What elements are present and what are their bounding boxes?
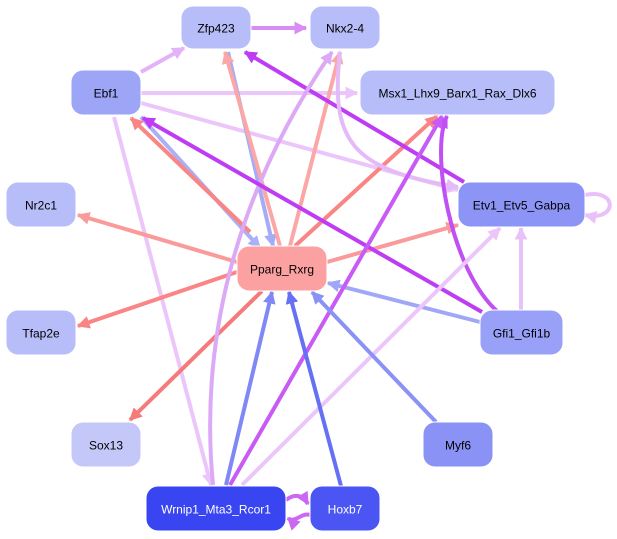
- node-box[interactable]: [70, 69, 142, 116]
- node-label: Hoxb7: [328, 503, 363, 517]
- node-label: Etv1_Etv5_Gabpa: [473, 199, 571, 213]
- node-box[interactable]: [5, 181, 77, 228]
- node-wrnip1[interactable]: Wrnip1_Mta3_Rcor1: [145, 485, 287, 532]
- edge-gfi1-to-ebf1: [141, 116, 483, 314]
- node-ebf1[interactable]: Ebf1: [70, 69, 142, 116]
- edge-etv1-to-etv1: [583, 192, 612, 224]
- node-box[interactable]: [359, 69, 556, 116]
- node-label: Zfp423: [197, 22, 235, 36]
- node-box[interactable]: [5, 309, 77, 356]
- node-label: Nkx2-4: [326, 22, 364, 36]
- node-label: Tfap2e: [22, 327, 60, 341]
- node-tfap2e[interactable]: Tfap2e: [5, 309, 77, 356]
- node-label: Gfi1_Gfi1b: [493, 327, 551, 341]
- node-box[interactable]: [309, 485, 381, 532]
- node-box[interactable]: [236, 245, 328, 292]
- node-gfi1[interactable]: Gfi1_Gfi1b: [479, 309, 564, 356]
- node-nr2c1[interactable]: Nr2c1: [5, 181, 77, 228]
- edge-wrnip1-to-hoxb7: [284, 490, 310, 506]
- node-label: Ebf1: [94, 87, 119, 101]
- node-box[interactable]: [457, 181, 586, 228]
- node-label: Msx1_Lhx9_Barx1_Rax_Dlx6: [378, 87, 536, 101]
- edge-pparg-to-sox13: [128, 289, 264, 422]
- node-label: Pparg_Rxrg: [250, 263, 314, 277]
- edge-pparg-to-nr2c1: [76, 212, 238, 264]
- node-label: Wrnip1_Mta3_Rcor1: [161, 503, 271, 517]
- node-label: Sox13: [89, 439, 123, 453]
- edge-ebf1-to-zfp423: [140, 46, 186, 74]
- edge-pparg-to-nkx2-4: [288, 50, 344, 247]
- edge-pparg-to-zfp423: [221, 50, 282, 247]
- edge-pparg-to-etv1: [326, 221, 460, 264]
- node-msx1[interactable]: Msx1_Lhx9_Barx1_Rax_Dlx6: [359, 69, 556, 116]
- node-box[interactable]: [145, 485, 287, 532]
- edge-gfi1-to-pparg: [326, 279, 481, 324]
- node-etv1[interactable]: Etv1_Etv5_Gabpa: [457, 181, 586, 228]
- edge-gfi1-to-msx1: [436, 114, 500, 314]
- node-box[interactable]: [180, 5, 252, 50]
- node-myf6[interactable]: Myf6: [422, 421, 494, 468]
- edge-wrnip1-to-nkx2-4: [208, 50, 334, 486]
- node-label: Nr2c1: [25, 199, 57, 213]
- edge-hoxb7-to-pparg: [285, 290, 343, 487]
- node-pparg[interactable]: Pparg_Rxrg: [236, 245, 328, 292]
- edge-pparg-to-ebf1: [129, 116, 252, 234]
- edge-ebf1-to-wrnip1: [112, 116, 215, 487]
- node-hoxb7[interactable]: Hoxb7: [309, 485, 381, 532]
- edges-layer: [76, 21, 612, 531]
- edge-pparg-to-tfap2e: [76, 270, 238, 329]
- node-box[interactable]: [309, 5, 381, 50]
- edge-wrnip1-to-msx1: [228, 114, 444, 486]
- node-label: Myf6: [445, 439, 471, 453]
- edge-wrnip1-to-pparg: [224, 290, 276, 486]
- node-box[interactable]: [422, 421, 494, 468]
- node-nkx2-4[interactable]: Nkx2-4: [309, 5, 381, 50]
- node-sox13[interactable]: Sox13: [70, 421, 142, 468]
- edge-pparg-to-msx1: [293, 114, 439, 248]
- edge-nkx2-4-to-etv1: [335, 51, 460, 192]
- node-box[interactable]: [70, 421, 142, 468]
- node-zfp423[interactable]: Zfp423: [180, 5, 252, 50]
- edge-etv1-to-zfp423: [243, 50, 466, 184]
- node-box[interactable]: [479, 309, 564, 356]
- edge-hoxb7-to-wrnip1: [286, 512, 311, 531]
- edge-myf6-to-pparg: [310, 290, 438, 424]
